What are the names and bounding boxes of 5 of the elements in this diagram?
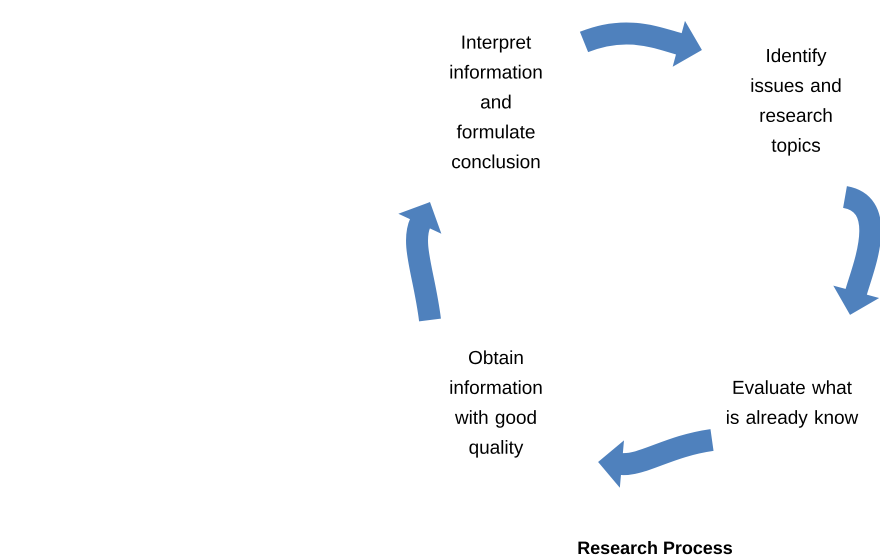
step-text: Obtain information with good quality bbox=[450, 350, 542, 458]
step-text: Identify issues and research topics bbox=[752, 48, 841, 156]
step-text: Interpret information and formulate conclusion bbox=[450, 36, 542, 168]
step-text: Evaluate what is already know bbox=[727, 380, 858, 428]
caption: Research Process bbox=[578, 540, 732, 554]
